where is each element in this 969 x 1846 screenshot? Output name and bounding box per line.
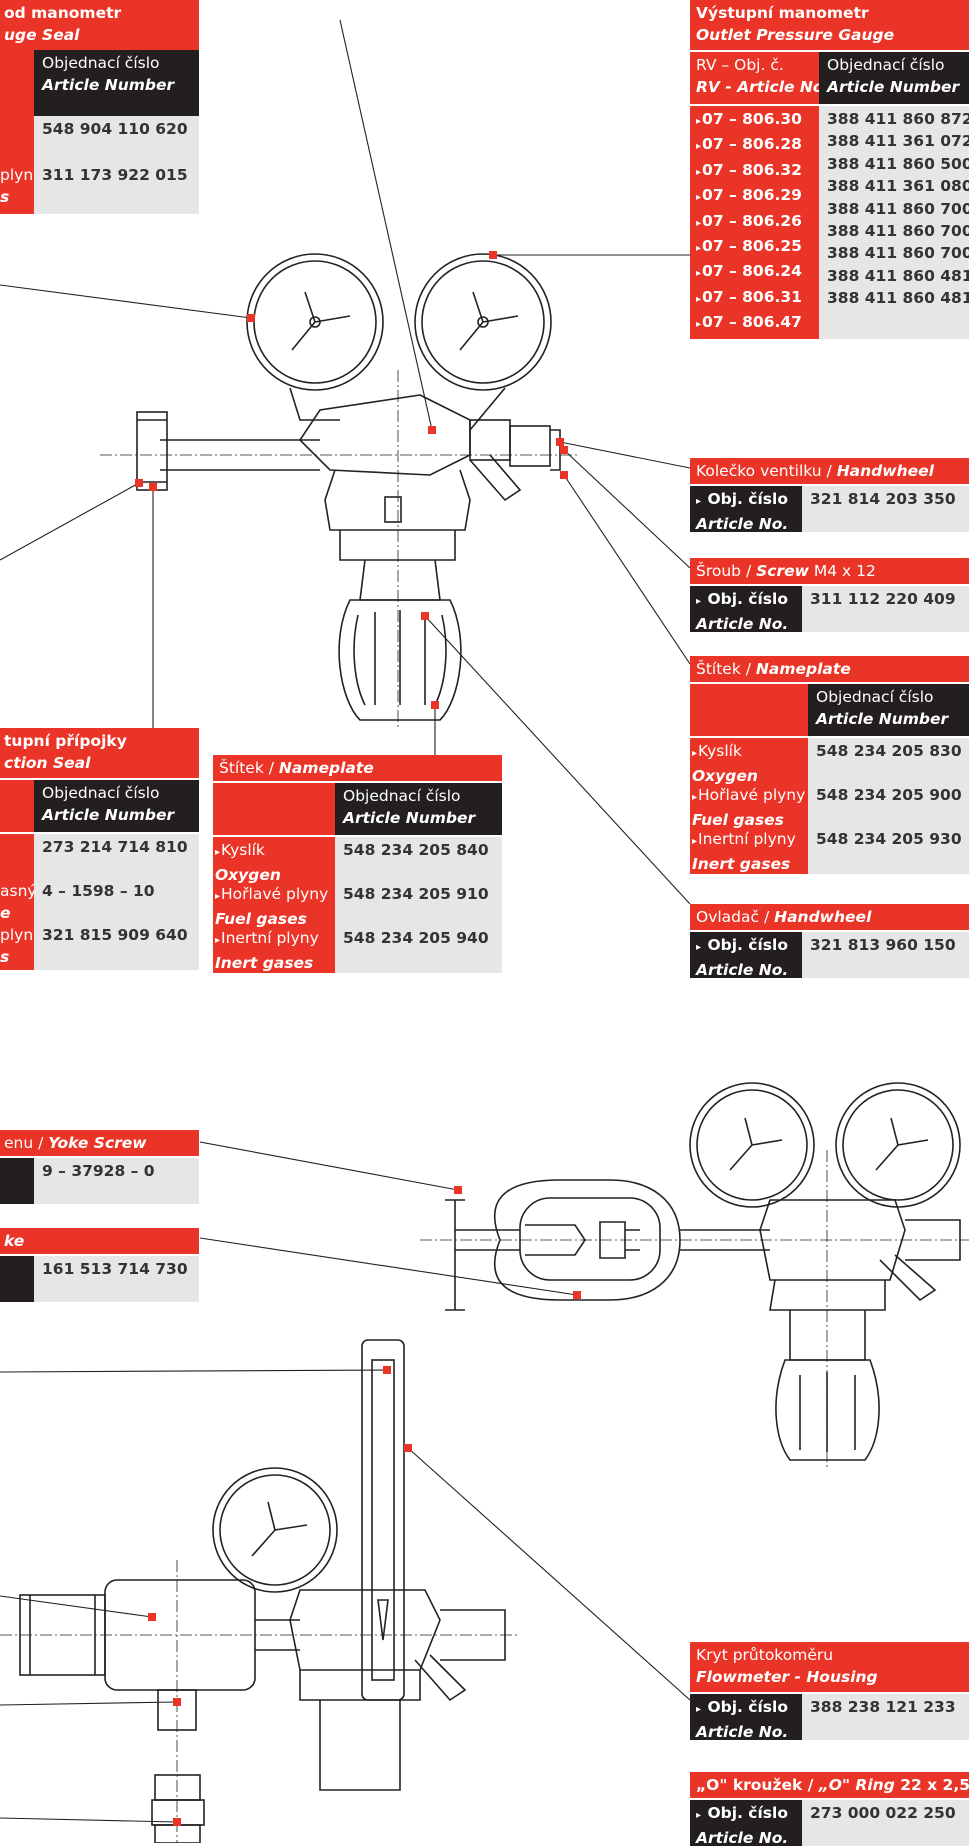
- table-nameplate-right: Štítek / Nameplate Objednací číslo Artic…: [690, 656, 969, 874]
- table-outlet-gauge: Výstupní manometr Outlet Pressure Gauge …: [690, 0, 969, 339]
- table-header: Šroub / Screw M4 x 12: [690, 558, 969, 584]
- table-row: Obj. číslo Article No. 321 813 960 150: [690, 932, 969, 978]
- column-header-row: Objednací číslo Article Number: [213, 783, 502, 835]
- table-nameplate-middle: Štítek / Nameplate Objednací číslo Artic…: [213, 755, 502, 973]
- table-header: Kryt průtokoměru Flowmeter - Housing: [690, 1642, 969, 1692]
- table-header: ke: [0, 1228, 199, 1254]
- regulator-drawing-flowmeter: [19, 1339, 506, 1843]
- table-header: Ovladač / Handwheel: [690, 904, 969, 930]
- table-row: 07 – 806.28: [696, 133, 813, 158]
- table-header: Štítek / Nameplate: [213, 755, 502, 781]
- table-row: 07 – 806.26: [696, 210, 813, 235]
- table-yoke: ke 161 513 714 730: [0, 1228, 199, 1302]
- table-row: 07 – 806.24: [696, 260, 813, 285]
- table-header: Výstupní manometr Outlet Pressure Gauge: [690, 0, 969, 50]
- table-row: 07 – 806.32: [696, 159, 813, 184]
- table-inlet-seal: tupní přípojky ction Seal Objednací čísl…: [0, 728, 199, 970]
- column-header-row: RV – Obj. č. RV - Article No. Objednací …: [690, 52, 969, 104]
- table-header: tupní přípojky ction Seal: [0, 728, 199, 778]
- table-o-ring: „O" kroužek / „O" Ring 22 x 2,5 Obj. čís…: [690, 1772, 969, 1846]
- table-row: Obj. číslo Article No. 388 238 121 233: [690, 1694, 969, 1740]
- table-row: 07 – 806.29: [696, 184, 813, 209]
- table-header: enu / Yoke Screw: [0, 1130, 199, 1156]
- table-handwheel: Ovladač / Handwheel Obj. číslo Article N…: [690, 904, 969, 978]
- table-row: Obj. číslo Article No. 321 814 203 350: [690, 486, 969, 532]
- table-valve-handwheel: Kolečko ventilku / Handwheel Obj. číslo …: [690, 458, 969, 532]
- regulator-drawing-top: [136, 253, 561, 721]
- table-row: Obj. číslo Article No. 273 000 022 250: [690, 1800, 969, 1846]
- table-row: plyny s 311 173 922 015: [0, 162, 199, 214]
- table-header: Kolečko ventilku / Handwheel: [690, 458, 969, 484]
- column-header-row: Objednací číslo Article Number: [0, 780, 199, 832]
- table-row: [0, 836, 34, 880]
- table-row: 07 – 806.31: [696, 286, 813, 311]
- table-screw: Šroub / Screw M4 x 12 Obj. číslo Article…: [690, 558, 969, 632]
- table-row: plynys: [0, 926, 34, 966]
- table-header: Štítek / Nameplate: [690, 656, 969, 682]
- table-row: 548 904 110 620: [0, 116, 199, 162]
- table-header: „O" kroužek / „O" Ring 22 x 2,5: [690, 1772, 969, 1798]
- column-header-row: Objednací číslo Article Number: [0, 50, 199, 116]
- table-flowmeter-housing: Kryt průtokoměru Flowmeter - Housing Obj…: [690, 1642, 969, 1740]
- column-header-row: Objednací číslo Article Number: [690, 684, 969, 736]
- table-inlet-gauge: od manometr uge Seal Objednací číslo Art…: [0, 0, 199, 214]
- table-row: 161 513 714 730: [0, 1256, 199, 1302]
- table-row: 07 – 806.47: [696, 311, 813, 336]
- table-row: 9 – 37928 – 0: [0, 1158, 199, 1204]
- regulator-drawing-yoke: [445, 1082, 961, 1461]
- table-row: Obj. číslo Article No. 311 112 220 409: [690, 586, 969, 632]
- table-row: 07 – 806.30: [696, 108, 813, 133]
- outlet-rows: 07 – 806.30 07 – 806.28 07 – 806.32 07 –…: [690, 106, 969, 339]
- table-header: od manometr uge Seal: [0, 0, 199, 50]
- table-yoke-screw: enu / Yoke Screw 9 – 37928 – 0: [0, 1130, 199, 1204]
- table-row: 07 – 806.25: [696, 235, 813, 260]
